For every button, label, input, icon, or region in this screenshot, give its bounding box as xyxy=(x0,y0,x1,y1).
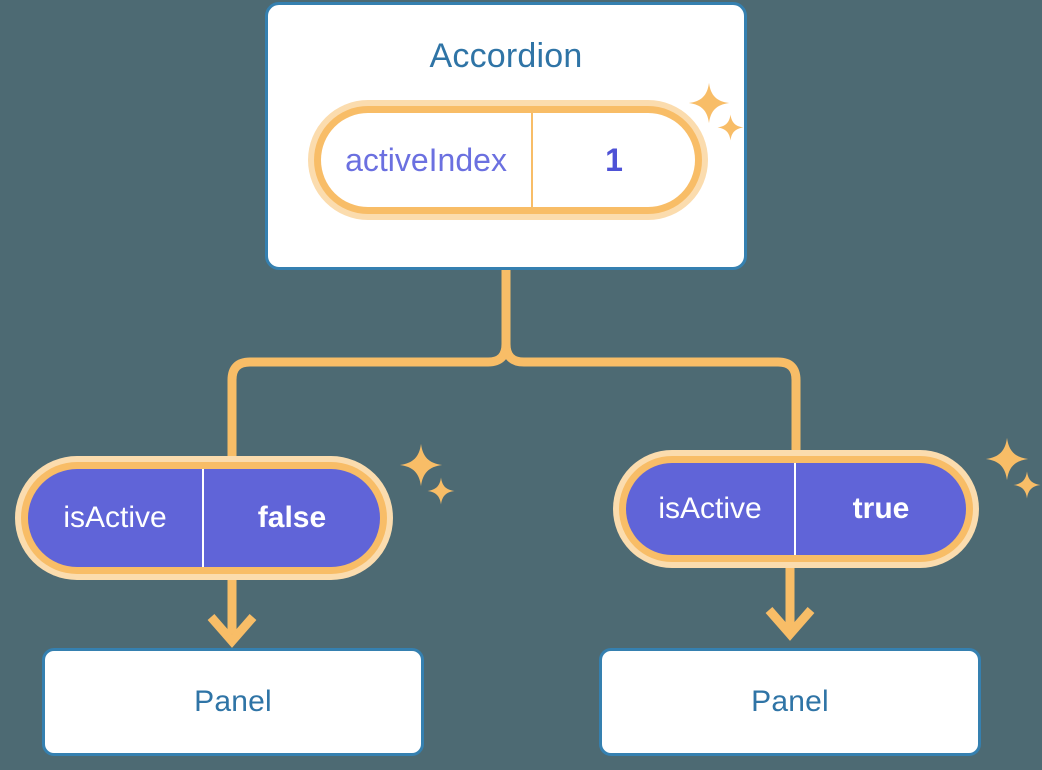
state-pill-ring: isActive true xyxy=(619,456,973,562)
sparkles-icon xyxy=(985,437,1042,507)
state-pill-ring: activeIndex 1 xyxy=(314,106,702,214)
sparkle-small-icon xyxy=(427,477,455,505)
state-key-label: isActive xyxy=(28,469,204,567)
state-pill-body: isActive true xyxy=(626,463,966,555)
panel-title: Panel xyxy=(194,685,272,718)
state-pill-body: activeIndex 1 xyxy=(321,113,695,207)
state-value-label: false xyxy=(257,501,327,534)
state-key-label: activeIndex xyxy=(321,113,533,207)
page-title: Accordion xyxy=(429,37,583,75)
state-pill-ring: isActive false xyxy=(21,462,387,574)
state-value-label: 1 xyxy=(605,141,623,178)
arrow-right-state-to-panel xyxy=(765,568,815,641)
state-key-label: isActive xyxy=(626,463,796,555)
sparkles-icon xyxy=(399,443,459,513)
edge-accordion-to-right xyxy=(501,265,801,455)
sparkle-large-icon xyxy=(985,437,1029,481)
state-pill-active-index[interactable]: activeIndex 1 xyxy=(308,100,708,220)
sparkle-small-icon xyxy=(1013,471,1041,499)
sparkle-large-icon xyxy=(399,443,443,487)
component-card-panel-left[interactable]: Panel xyxy=(42,648,424,756)
state-pill-is-active-right[interactable]: isActive true xyxy=(613,450,979,568)
arrow-left-state-to-panel xyxy=(207,580,257,648)
panel-title: Panel xyxy=(751,685,829,718)
component-card-panel-right[interactable]: Panel xyxy=(599,648,981,756)
state-pill-is-active-left[interactable]: isActive false xyxy=(15,456,393,580)
state-value-label: true xyxy=(852,492,910,525)
state-pill-body: isActive false xyxy=(28,469,380,567)
edge-accordion-to-left xyxy=(227,265,511,461)
